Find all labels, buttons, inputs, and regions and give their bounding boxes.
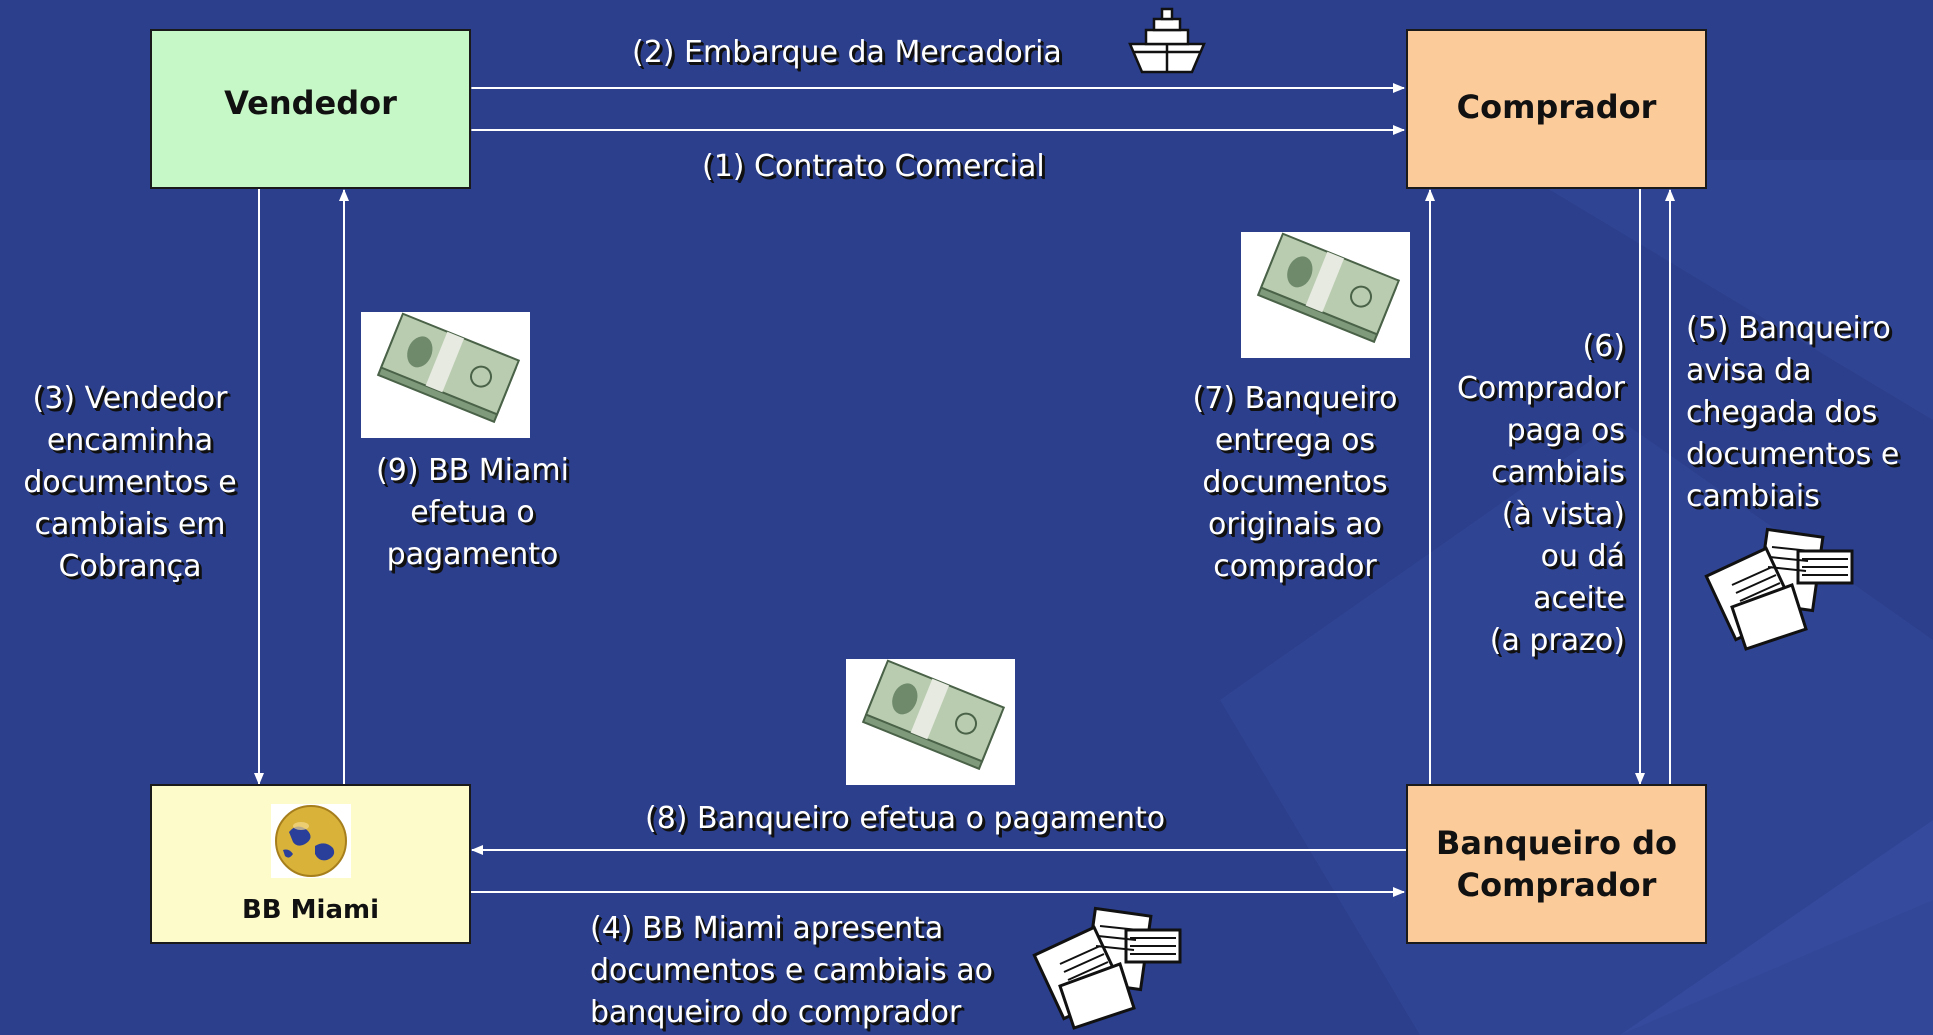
- step1-label: (1) Contrato Comercial: [702, 149, 1045, 184]
- banqueiro-label-line2: Comprador: [1456, 866, 1657, 904]
- money-icon-right: [1241, 232, 1410, 358]
- comprador-box: Comprador: [1406, 29, 1707, 189]
- documents-icon-bottom: [1030, 906, 1186, 1034]
- bb-miami-label: BB Miami: [241, 894, 380, 925]
- banqueiro-do-comprador-box: Banqueiro do Comprador: [1406, 784, 1707, 944]
- bb-miami-box: BB Miami: [150, 784, 471, 944]
- banqueiro-label-line1: Banqueiro do: [1436, 824, 1677, 862]
- money-icon-left: [361, 312, 530, 438]
- ship-icon: [1122, 6, 1212, 80]
- money-icon-bottom: [846, 659, 1015, 785]
- documents-icon-right: [1702, 527, 1858, 655]
- vendedor-label: Vendedor: [224, 84, 397, 122]
- comprador-label: Comprador: [1456, 88, 1657, 126]
- step2-label: (2) Embarque da Mercadoria: [632, 35, 1062, 70]
- step8-label: (8) Banqueiro efetua o pagamento: [645, 801, 1166, 836]
- vendedor-box: Vendedor: [150, 29, 471, 189]
- globe-icon: [270, 803, 351, 885]
